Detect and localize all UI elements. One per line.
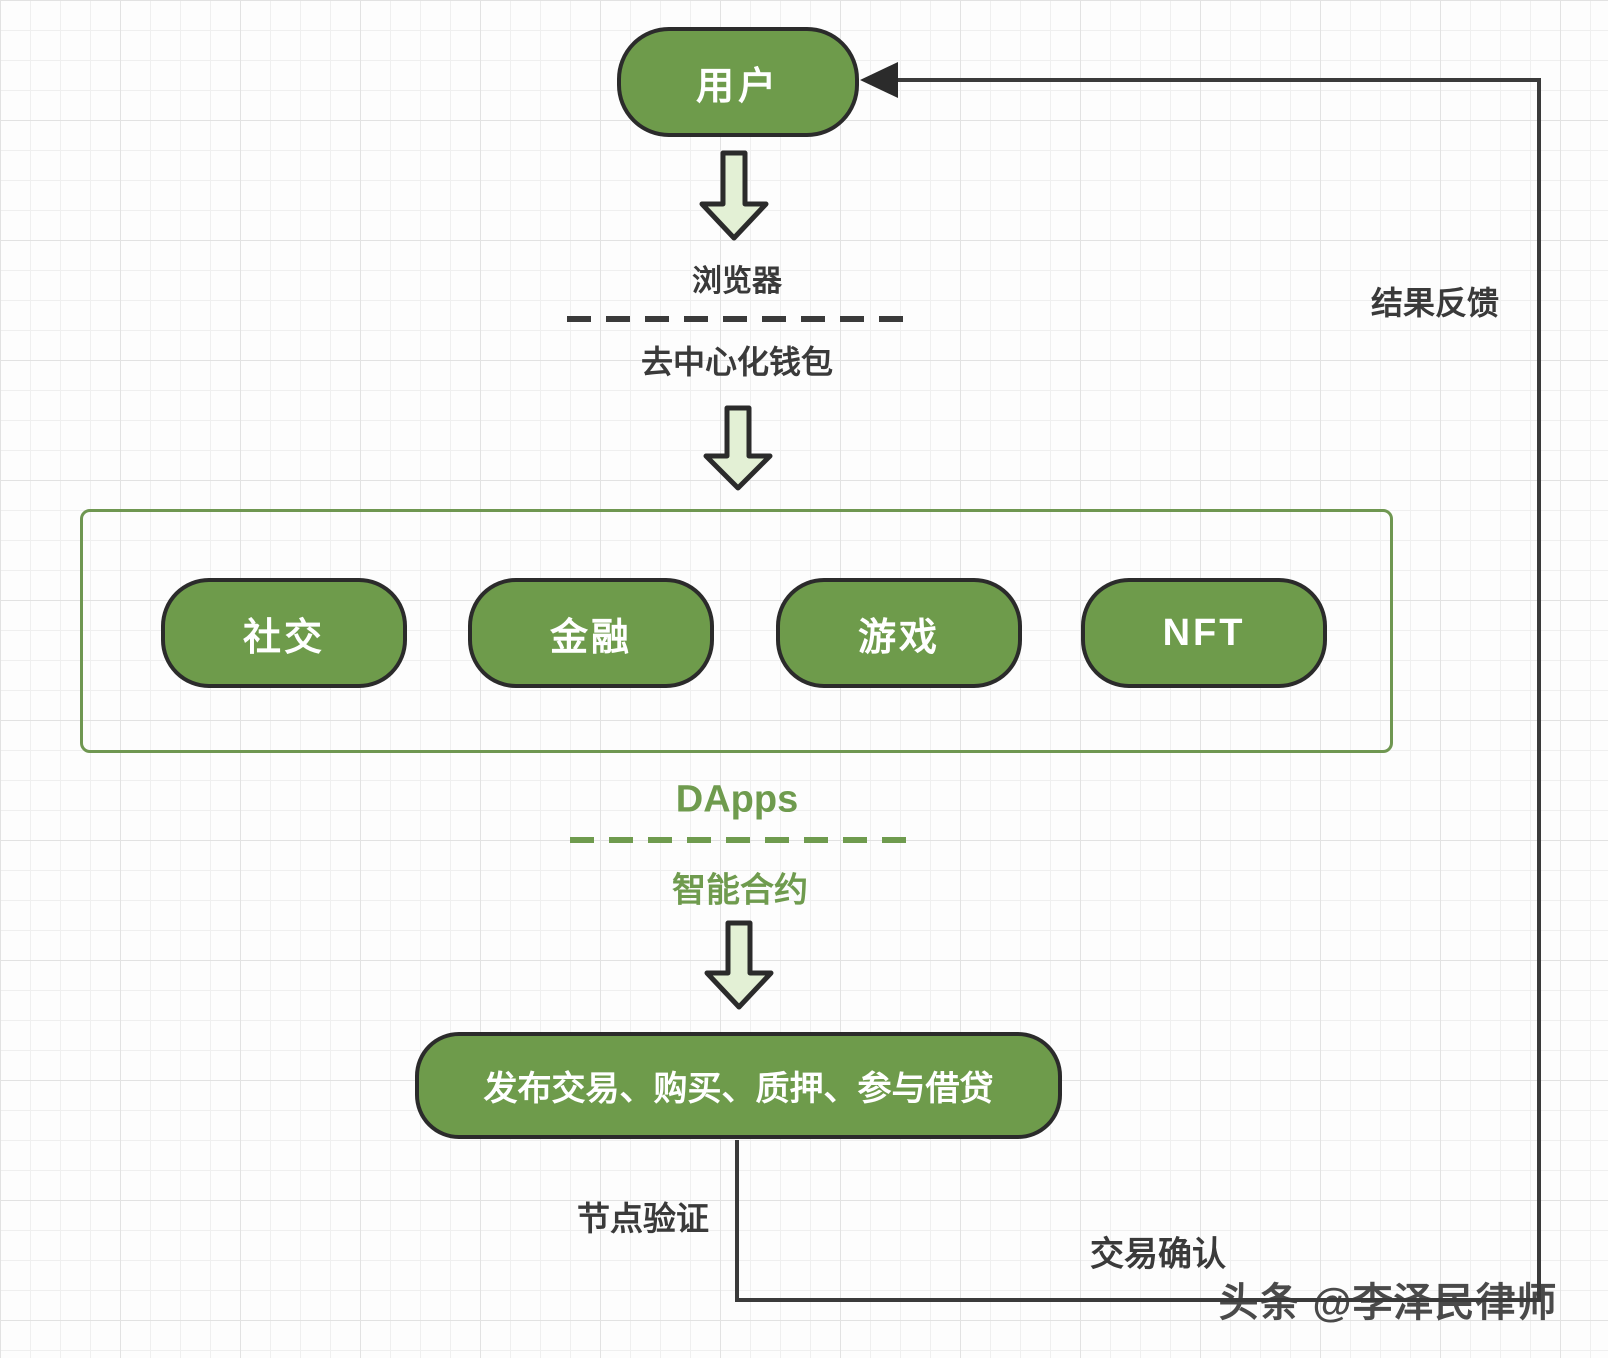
down-arrow-icon-wallet-to-dapps <box>703 405 773 491</box>
feedback-path-line <box>735 78 1541 1302</box>
dapps-label: DApps <box>675 778 799 821</box>
node-verification-label: 节点验证 <box>577 1200 709 1237</box>
watermark: 头条 @李泽民律师 <box>1218 1281 1558 1325</box>
dapp-category-node-nft: NFT <box>1081 578 1327 688</box>
down-arrow-icon-contract-to-action <box>704 920 774 1010</box>
dapp-category-node-game: 游戏 <box>776 578 1022 688</box>
dapps-container <box>80 509 1393 753</box>
wallet-label: 去中心化钱包 <box>640 344 834 380</box>
down-arrow-icon-user-to-browser <box>699 150 769 241</box>
user-node-label: 用户 <box>695 65 780 108</box>
action-node: 发布交易、购买、质押、参与借贷 <box>415 1032 1062 1139</box>
result-feedback-label: 结果反馈 <box>1370 285 1500 321</box>
dapp-category-label: 游戏 <box>857 616 940 659</box>
dapp-category-node-social: 社交 <box>161 578 407 688</box>
transaction-confirmation-label: 交易确认 <box>1090 1235 1226 1274</box>
dapp-category-node-finance: 金融 <box>468 578 714 688</box>
dapp-category-label: NFT <box>1162 611 1246 654</box>
browser-label: 浏览器 <box>692 265 782 298</box>
dapp-category-label: 社交 <box>242 616 325 659</box>
action-node-label: 发布交易、购买、质押、参与借贷 <box>483 1070 994 1108</box>
feedback-arrowhead-icon <box>860 62 898 98</box>
dapp-category-label: 金融 <box>549 616 632 659</box>
user-node: 用户 <box>617 27 859 137</box>
smart-contract-label: 智能合约 <box>672 871 808 910</box>
